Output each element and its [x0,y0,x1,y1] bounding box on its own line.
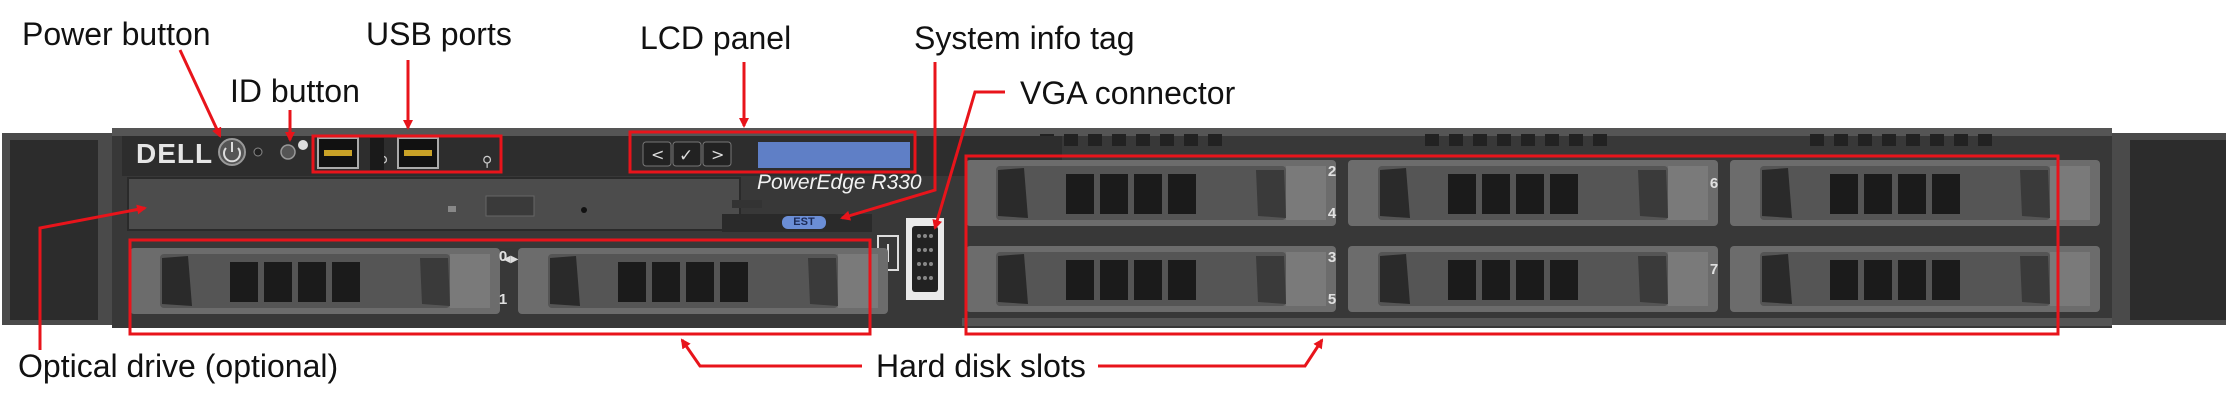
usb-icon-2: ⚲ [482,154,492,170]
drive-carrier-4[interactable] [1348,160,1718,226]
bay-arrow-icon: ◀▶ [503,254,519,265]
bay-number-7: 7 [1709,261,1719,278]
drive-carrier-0[interactable] [130,248,500,314]
chevron-right-icon: > [711,145,724,164]
drive-carrier-3[interactable] [966,246,1336,312]
lcd-screen [758,142,910,168]
dell-logo: DELL [136,138,214,169]
hard-disk-left-arrow [680,338,862,368]
status-led [253,147,263,157]
callout-system-info-tag: System info tag [914,20,1135,56]
callout-optical-drive: Optical drive (optional) [18,348,339,384]
bay-number-4: 4 [1327,205,1337,222]
optical-drive-arrow [38,204,147,350]
callout-lcd-panel: LCD panel [640,20,792,56]
drive-carrier-2[interactable] [966,160,1336,226]
id-button[interactable] [280,144,296,160]
right-disks-box [964,154,2060,336]
lcd-left-button[interactable] [642,141,672,167]
drive-carrier-1[interactable] [518,248,888,314]
vga-connector-arrow [932,90,1005,230]
lcd-select-button[interactable] [672,141,702,167]
bay-number-0: 0 [498,248,508,265]
lcd-panel-box [628,130,917,174]
system-info-tag-label: EST [793,216,815,228]
callout-arrows [38,49,1324,368]
power-icon [223,147,241,163]
system-info-tag-arrow [840,62,937,221]
top-vents [1040,134,1992,146]
callout-vga-connector: VGA connector [1020,75,1236,111]
callout-power-button: Power button [22,16,211,52]
optical-drive[interactable] [127,177,741,231]
drive-carrier-6[interactable] [1730,160,2100,226]
callout-boxes [128,130,2060,336]
callout-usb-ports: USB ports [366,16,512,52]
left-rack-ear [10,140,98,320]
drive-carrier-5[interactable] [1348,246,1718,312]
bay-number-1: 1 [498,291,508,308]
power-button-arrow [178,49,222,138]
drive-carrier-7[interactable] [1730,246,2100,312]
callout-id-button: ID button [230,73,360,109]
bay-number-3: 3 [1327,249,1337,266]
hard-disk-right-arrow [1098,338,1324,368]
bay-number-5: 5 [1327,291,1337,308]
bay-number-2: 2 [1327,163,1337,180]
right-rack-ear [2130,140,2226,320]
check-icon: ✓ [679,146,693,166]
chevron-left-icon: < [651,145,664,164]
model-name: PowerEdge R330 [757,171,922,194]
id-icon [298,140,308,150]
lcd-right-button[interactable] [702,141,732,167]
optical-eject-button[interactable] [485,195,535,217]
usb-ports-box [311,134,503,174]
left-disks-box [128,238,872,336]
bay-number-6: 6 [1709,175,1719,192]
system-info-tag[interactable] [782,216,826,229]
callout-hard-disk-slots: Hard disk slots [876,348,1086,384]
